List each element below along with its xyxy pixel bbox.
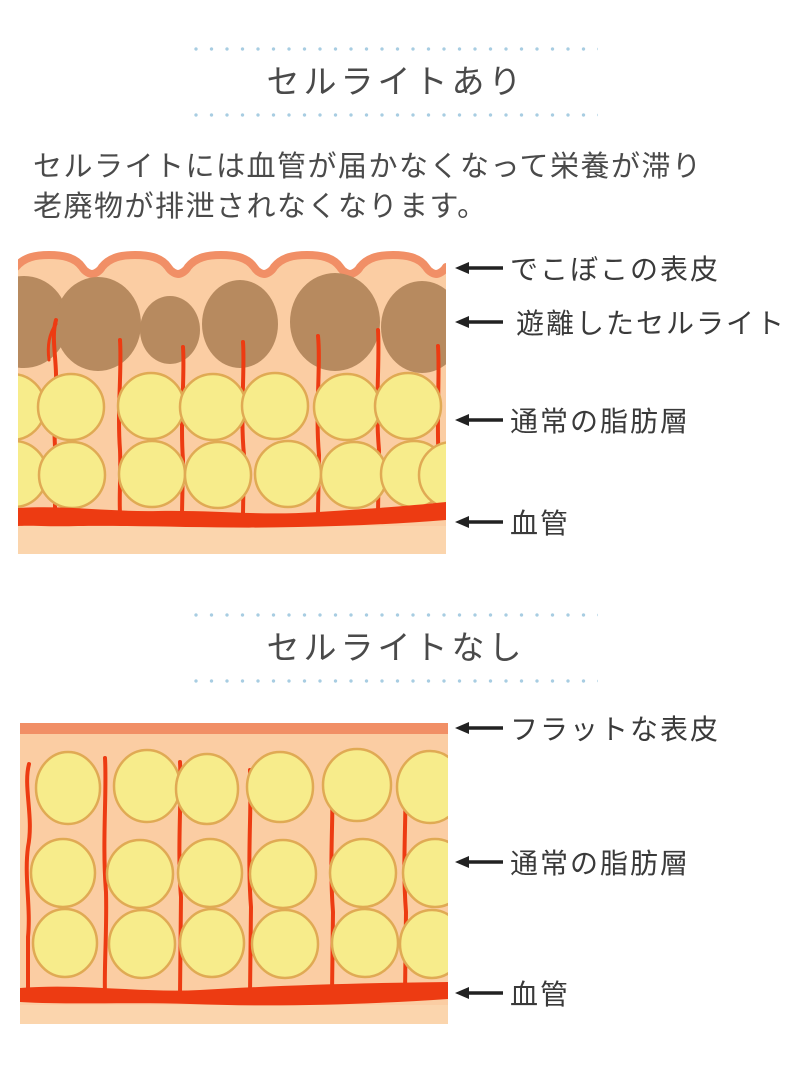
dotted-divider [194, 679, 598, 683]
annotation-label: 遊離したセルライト [516, 307, 787, 340]
left-arrow-icon [455, 316, 503, 328]
annotation-flat-epidermis: フラットな表皮 [455, 710, 720, 746]
annotation-label: 血管 [510, 507, 571, 540]
left-arrow-icon [455, 414, 503, 426]
cellulite-blob [140, 296, 200, 364]
fat-cell [37, 440, 107, 510]
blood-vessel [24, 762, 32, 996]
section-description: セルライトには血管が届かなくなって栄養が滞り 老廃物が排泄されなくなります。 [33, 146, 703, 226]
annotation-bumpy-epidermis: でこぼこの表皮 [455, 250, 720, 286]
fat-cell [248, 838, 318, 910]
fat-cell [183, 440, 253, 510]
left-arrow-icon [455, 516, 503, 528]
fat-cell [312, 372, 382, 442]
left-arrow-icon [455, 856, 503, 868]
annotation-blood-vessel: 血管 [455, 975, 570, 1011]
left-arrow-icon [455, 987, 503, 999]
fat-cell [330, 907, 400, 979]
section-title: セルライトあり [266, 62, 526, 101]
fat-cell [240, 371, 310, 441]
section-with-cellulite-header: セルライトあり [194, 47, 598, 117]
fat-cell [36, 372, 106, 442]
annotation-detached-cellulite: 遊離したセルライト [455, 304, 786, 340]
skin-with-cellulite-diagram [18, 250, 446, 554]
fat-cell [34, 750, 102, 826]
description-line-2: 老廃物が排泄されなくなります。 [33, 189, 488, 223]
description-line-1: セルライトには血管が届かなくなって栄養が滞り [33, 149, 703, 183]
fat-cell [29, 837, 97, 909]
subcutaneous-strip [20, 1005, 448, 1024]
fat-cell [245, 750, 315, 824]
fat-cells [18, 371, 446, 510]
cellulite-blob [290, 273, 380, 371]
blood-vessel [117, 338, 123, 515]
bumpy-epidermis [18, 250, 446, 279]
cellulite-blob [55, 277, 141, 371]
cellulite-blob [202, 280, 278, 368]
annotation-label: でこぼこの表皮 [510, 253, 721, 286]
section-title: セルライトなし [266, 628, 526, 667]
fat-cell [401, 837, 448, 909]
fat-cell [116, 371, 186, 441]
fat-cell [319, 440, 389, 510]
blood-vessel [375, 328, 382, 515]
dotted-divider [194, 113, 598, 117]
annotation-blood-vessel: 血管 [455, 504, 570, 540]
annotation-label: 通常の脂肪層 [510, 847, 691, 880]
blood-vessel [102, 756, 109, 996]
skin-without-cellulite-diagram [20, 723, 448, 1024]
fat-cell [174, 752, 240, 826]
fat-cell [112, 748, 182, 824]
dotted-divider [194, 47, 598, 51]
fat-cell [395, 749, 448, 825]
fat-cell [417, 441, 446, 509]
fat-cell [107, 908, 177, 980]
fat-cell [105, 838, 175, 910]
blood-vessel-band [18, 502, 446, 528]
fat-cell [176, 837, 244, 909]
section-without-cellulite-header: セルライトなし [194, 613, 598, 683]
dotted-divider [194, 613, 598, 617]
annotation-label: フラットな表皮 [510, 713, 721, 746]
blood-vessel-band [20, 982, 448, 1006]
fat-cell [31, 907, 99, 979]
fat-cell [373, 371, 443, 441]
annotation-normal-fat-layer: 通常の脂肪層 [455, 844, 690, 880]
flat-epidermis [20, 723, 448, 734]
annotation-label: 通常の脂肪層 [510, 405, 691, 438]
subcutaneous-strip [18, 526, 446, 554]
fat-cell [117, 439, 187, 509]
cellulite-blob [381, 281, 446, 373]
fat-cell [253, 439, 323, 509]
fat-cell [321, 747, 393, 823]
fat-cell [178, 372, 248, 442]
fat-cells [29, 747, 448, 980]
left-arrow-icon [455, 262, 503, 274]
annotation-label: 血管 [510, 978, 571, 1011]
fat-cell [328, 837, 398, 909]
left-arrow-icon [455, 722, 503, 734]
annotation-normal-fat-layer: 通常の脂肪層 [455, 402, 690, 438]
blood-vessel-branch [46, 322, 58, 362]
fat-cell [178, 907, 246, 979]
fat-cell [398, 908, 448, 980]
fat-cell [250, 908, 320, 980]
